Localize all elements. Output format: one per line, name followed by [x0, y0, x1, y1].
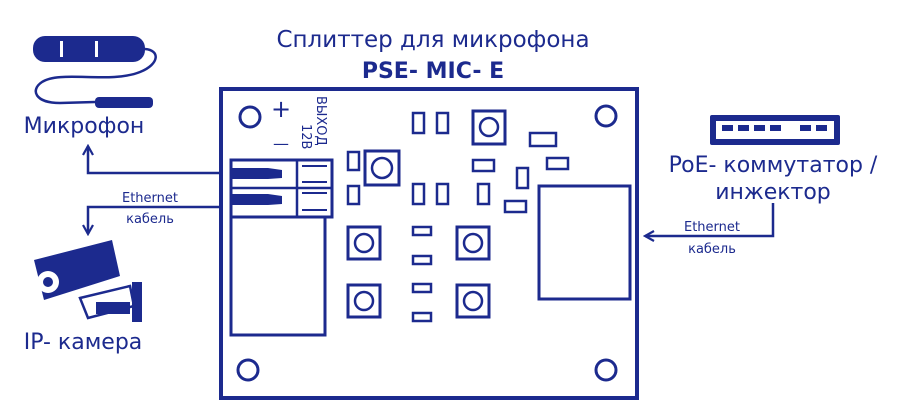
terminal-block — [229, 158, 334, 219]
terminal-voltage-label: 12В — [298, 124, 313, 149]
mounting-hole — [238, 105, 262, 129]
connection-lines — [88, 146, 775, 236]
rj45-connector-left — [229, 215, 327, 337]
terminal-output-label: ВЫХОД — [313, 96, 328, 146]
cctv-camera-icon — [34, 240, 142, 322]
pcb-board — [219, 87, 639, 400]
switch-label: PoE- коммутатор / — [669, 153, 878, 178]
tactile-components — [346, 109, 507, 319]
rj45-connector-right — [537, 184, 632, 301]
plus-sign: + — [271, 95, 291, 123]
minus-sign: — — [273, 134, 289, 153]
microphone-icon — [33, 36, 157, 108]
ethernet-cable-label: кабель — [126, 212, 174, 227]
model-name: PSE- MIC- E — [362, 59, 504, 84]
microphone-label: Микрофон — [24, 114, 145, 139]
ethernet-cable-label: кабель — [688, 242, 736, 257]
camera-label: IP- камера — [24, 330, 143, 355]
terminal-wire — [231, 194, 268, 205]
network-switch-icon — [710, 115, 840, 145]
terminal-wire — [231, 168, 268, 179]
diagram-title: Сплиттер для микрофона — [276, 27, 589, 53]
switch-label: инжектор — [715, 180, 831, 205]
pcb-outline — [219, 87, 639, 400]
mounting-hole — [594, 358, 618, 382]
camera-arrow — [88, 205, 221, 234]
microphone-arrow — [88, 146, 221, 175]
smd-components — [346, 111, 570, 323]
switch-arrow — [645, 203, 775, 236]
ethernet-cable-label: Ethernet — [122, 191, 178, 206]
mounting-hole — [594, 104, 618, 128]
mounting-hole — [236, 358, 260, 382]
ethernet-cable-label: Ethernet — [684, 220, 740, 235]
